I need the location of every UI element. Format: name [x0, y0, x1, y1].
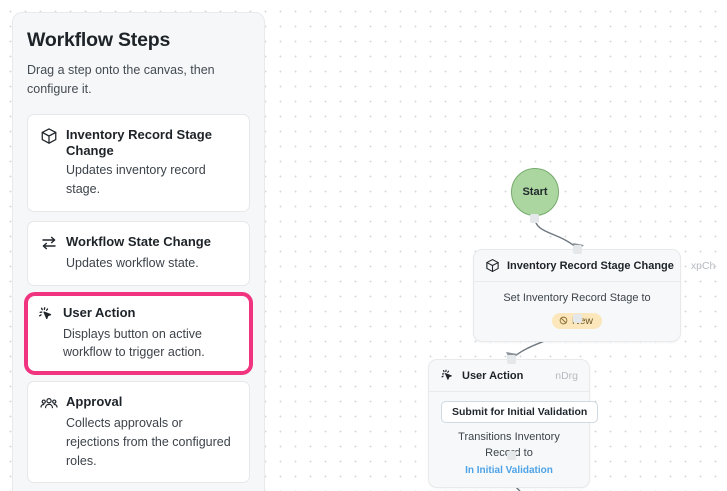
- handle-inventory-bottom[interactable]: [573, 314, 582, 323]
- step-title: Inventory Record Stage Change: [66, 126, 212, 158]
- handle-useraction-top[interactable]: [507, 355, 516, 364]
- swap-arrows-icon: [40, 234, 58, 252]
- step-card-workflow-state-change[interactable]: Workflow State Change Updates workflow s…: [27, 220, 250, 286]
- step-title: Approval: [66, 394, 123, 409]
- node-body-text: Transitions Inventory Record to: [458, 431, 560, 459]
- step-description: Updates inventory record stage.: [66, 163, 206, 196]
- step-head: Workflow State Change: [40, 233, 237, 252]
- node-id-label: nDrg: [555, 369, 578, 382]
- step-card-inventory-record-stage-change[interactable]: Inventory Record Stage Change Updates in…: [27, 113, 250, 212]
- step-description: Displays button on active workflow to tr…: [63, 326, 205, 360]
- panel-title: Workflow Steps: [27, 29, 171, 51]
- node-body-text: Set Inventory Record Stage to: [503, 292, 651, 304]
- circle-slash-icon: [559, 317, 568, 325]
- submit-for-initial-validation-button[interactable]: Submit for Initial Validation: [441, 401, 599, 423]
- node-header: User Action nDrg: [429, 360, 589, 392]
- node-start[interactable]: Start: [511, 168, 559, 216]
- node-id-label: xpCh: [690, 259, 716, 272]
- handle-start-bottom[interactable]: [530, 214, 539, 223]
- handle-inventory-top[interactable]: [573, 245, 582, 254]
- node-start-label: Start: [522, 186, 548, 198]
- target-state-link[interactable]: In Initial Validation: [465, 464, 553, 476]
- step-description: Collects approvals or rejections from th…: [66, 416, 231, 468]
- workflow-steps-panel: Workflow Steps Drag a step onto the canv…: [12, 12, 265, 491]
- node-header: Inventory Record Stage Change xpCh: [474, 250, 715, 282]
- node-body: Set Inventory Record Stage to New: [474, 282, 680, 341]
- cursor-click-icon: [440, 368, 455, 383]
- node-user-action[interactable]: User Action nDrg Submit for Initial Vali…: [428, 359, 599, 488]
- cursor-click-icon: [37, 305, 55, 323]
- step-head: Inventory Record Stage Change: [40, 126, 237, 160]
- step-card-user-action[interactable]: User Action Displays button on active wo…: [24, 291, 253, 375]
- step-head: Approval: [40, 393, 237, 412]
- cube-icon: [485, 258, 500, 273]
- panel-subtitle: Drag a step onto the canvas, then config…: [27, 63, 215, 97]
- node-title: Inventory Record Stage Change: [507, 259, 674, 272]
- handle-useraction-bottom[interactable]: [507, 451, 516, 460]
- step-card-approval[interactable]: Approval Collects approvals or rejection…: [27, 381, 250, 484]
- step-title: User Action: [63, 304, 136, 320]
- node-title: User Action: [462, 369, 524, 382]
- step-description: Updates workflow state.: [66, 255, 199, 270]
- step-title: Workflow State Change: [66, 233, 211, 249]
- cube-icon: [40, 127, 58, 145]
- users-group-icon: [40, 394, 58, 412]
- node-inventory-record-stage-change[interactable]: Inventory Record Stage Change xpCh Set I…: [473, 249, 715, 343]
- step-head: User Action: [37, 304, 240, 323]
- node-body: Submit for Initial Validation Transition…: [429, 392, 599, 487]
